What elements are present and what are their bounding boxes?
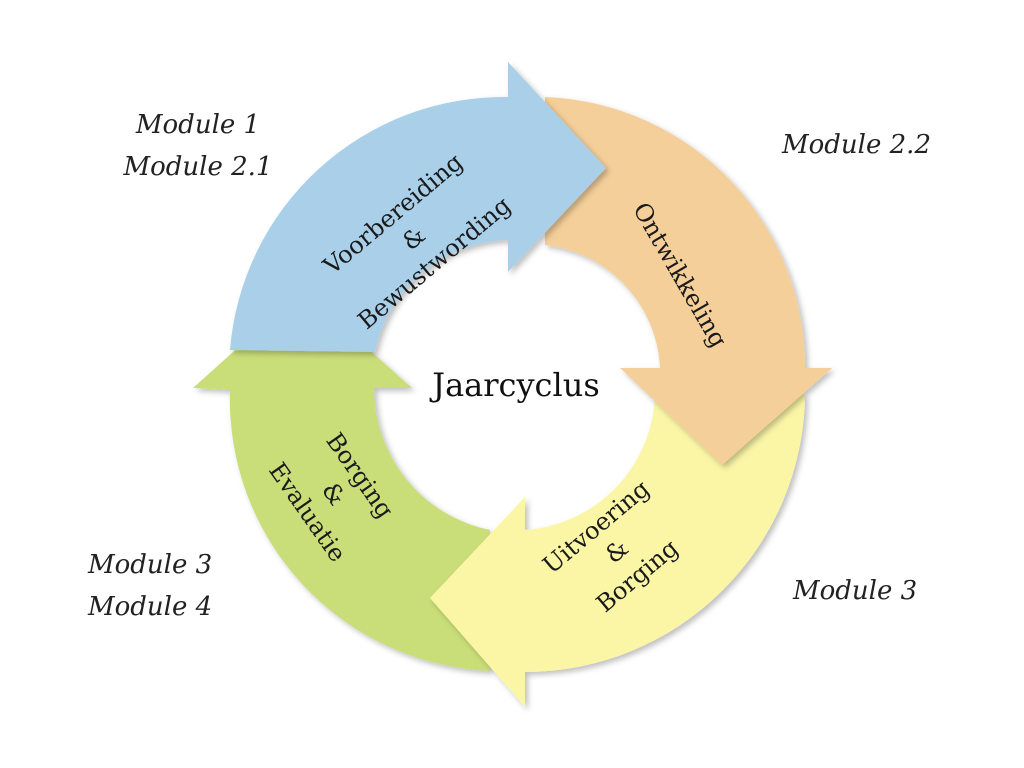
modules-bottom-right: Module 3 <box>793 570 917 612</box>
center-title: Jaarcyclus <box>429 366 599 404</box>
modules-top-right: Module 2.2 <box>782 124 931 166</box>
module-label: Module 3 <box>793 576 918 606</box>
module-label: Module 2.1 <box>123 152 273 182</box>
module-label: Module 1 <box>135 110 261 140</box>
segment-ontwikkeling-arrow <box>545 97 832 465</box>
modules-top-left: Module 1 Module 2.1 <box>118 104 278 188</box>
module-label: Module 2.2 <box>782 130 931 160</box>
segment-voorbereiding-arrow <box>230 62 606 352</box>
segment-uitvoering-arrow <box>430 395 805 707</box>
module-label: Module 4 <box>88 592 213 622</box>
modules-bottom-left: Module 3 Module 4 <box>88 544 212 628</box>
segment-borging-arrow <box>193 290 490 671</box>
module-label: Module 3 <box>88 550 213 580</box>
